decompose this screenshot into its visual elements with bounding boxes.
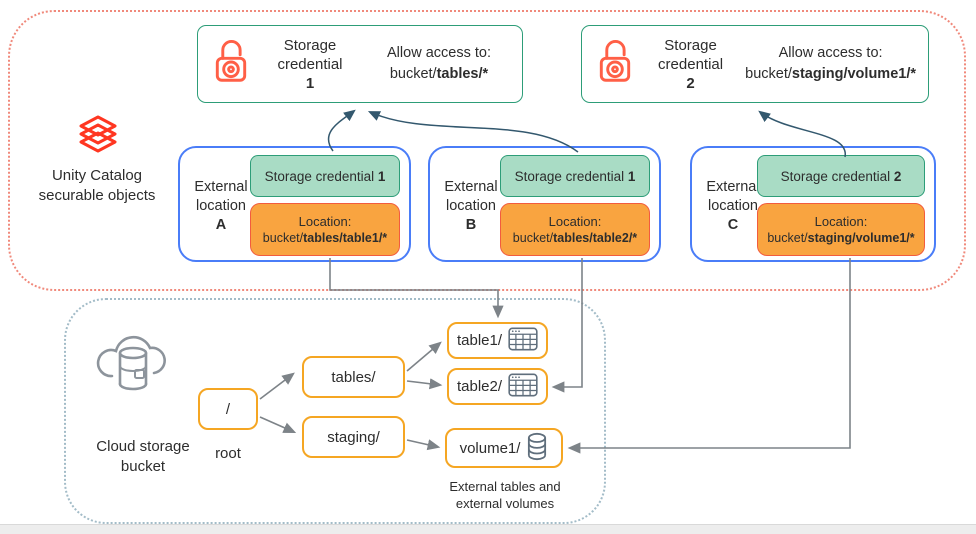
credential-title: Storage credential 1 <box>260 36 360 93</box>
credential-chip: Storage credential 1 <box>250 155 400 197</box>
location-chip-path: bucket/tables/table2/* <box>512 230 638 245</box>
location-letter: A <box>215 217 227 233</box>
cloud-storage-label-line1: Cloud storage <box>96 438 190 455</box>
location-chip-label: Location: <box>814 213 868 229</box>
location-label-word1: External <box>444 179 498 195</box>
location-label-word1: External <box>706 179 760 195</box>
location-chip: Location: bucket/tables/table2/* <box>500 203 650 256</box>
credential-title-word2: credential <box>277 55 343 73</box>
location-letter: C <box>727 217 739 233</box>
location-label-word2: location <box>708 198 758 214</box>
root-node: / <box>198 388 258 430</box>
storage-credential-1-box: Storage credential 1 Allow access to: bu… <box>197 25 523 103</box>
tables-folder-label: tables/ <box>331 368 376 386</box>
allow-access-path: bucket/staging/volume1/* <box>745 66 916 82</box>
location-chip-label: Location: <box>298 213 352 229</box>
location-label-word1: External <box>194 179 248 195</box>
lock-icon <box>594 37 636 92</box>
credential-title: Storage credential 2 <box>644 36 737 93</box>
external-location-c-card: External location C Storage credential 2… <box>690 146 936 262</box>
staging-folder-label: staging/ <box>327 428 380 446</box>
cloud-storage-label: Cloud storage bucket <box>62 437 224 477</box>
volume-icon <box>526 432 548 465</box>
credential-chip: Storage credential 2 <box>757 155 925 197</box>
location-label: External location B <box>438 178 504 235</box>
allow-access-label: Allow access to: <box>387 45 491 61</box>
external-objects-caption: External tables and external volumes <box>449 479 561 511</box>
location-chip-path: bucket/staging/volume1/* <box>767 230 915 245</box>
location-label: External location A <box>188 178 254 235</box>
root-node-label: / <box>225 400 231 418</box>
table-icon <box>508 327 538 355</box>
credential-title-word1: Storage <box>283 36 337 54</box>
location-chip: Location: bucket/tables/table1/* <box>250 203 400 256</box>
table2-label: table2/ <box>456 378 503 395</box>
lock-icon <box>210 37 252 92</box>
storage-credential-2-box: Storage credential 2 Allow access to: bu… <box>581 25 929 103</box>
location-label: External location C <box>700 178 766 235</box>
tables-folder-node: tables/ <box>302 356 405 398</box>
cloud-storage-label-line2: bucket <box>120 458 166 475</box>
volume1-node: volume1/ <box>445 428 563 468</box>
credential-title-word2: credential <box>658 55 724 73</box>
staging-folder-node: staging/ <box>302 416 405 458</box>
table-icon <box>508 373 538 401</box>
table2-node: table2/ <box>447 368 548 405</box>
location-chip: Location: bucket/staging/volume1/* <box>757 203 925 256</box>
root-caption: root <box>215 445 241 462</box>
cloud-storage-icon <box>88 322 180 402</box>
credential-title-word1: Storage <box>664 36 717 54</box>
location-chip-label: Location: <box>548 213 602 229</box>
external-location-b-card: External location B Storage credential 1… <box>428 146 661 262</box>
page-bottom-strip <box>0 524 976 534</box>
credential-number: 1 <box>305 74 315 92</box>
allow-access-path: bucket/tables/* <box>389 66 489 82</box>
table1-label: table1/ <box>456 332 503 349</box>
table1-node: table1/ <box>447 322 548 359</box>
location-letter: B <box>465 217 477 233</box>
unity-catalog-label: Unity Catalog securable objects <box>16 166 178 206</box>
credential-chip: Storage credential 1 <box>500 155 650 197</box>
databricks-layers-icon <box>74 114 122 166</box>
allow-access-label: Allow access to: <box>778 45 883 61</box>
location-chip-path: bucket/tables/table1/* <box>262 230 388 245</box>
credential-access: Allow access to: bucket/tables/* <box>368 43 510 85</box>
location-label-word2: location <box>196 198 246 214</box>
unity-catalog-label-line2: securable objects <box>38 187 156 204</box>
unity-catalog-label-line1: Unity Catalog <box>51 167 143 184</box>
credential-access: Allow access to: bucket/staging/volume1/… <box>745 43 916 85</box>
external-location-a-card: External location A Storage credential 1… <box>178 146 411 262</box>
volume1-label: volume1/ <box>459 439 521 457</box>
location-label-word2: location <box>446 198 496 214</box>
credential-number: 2 <box>686 74 695 92</box>
